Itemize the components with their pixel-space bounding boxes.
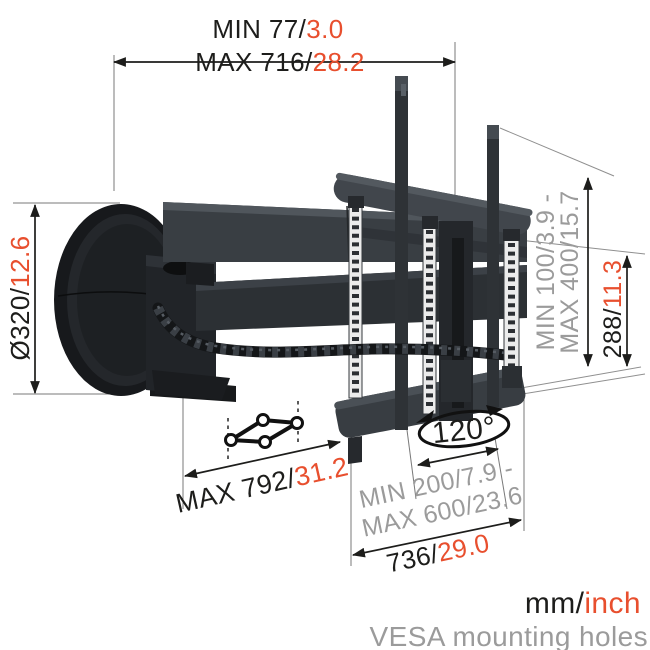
frame-top-rail [349, 226, 527, 258]
vesa-vertical-label-line2: MAX 400/15.7 [556, 190, 584, 353]
plate-diameter-label: Ø320/12.6 [5, 235, 35, 360]
elbow-joint [186, 262, 214, 286]
max-depth-label: MAX 716/28.2 [195, 47, 365, 77]
vesa-vertical-label-line1: MIN 100/3.9 - [532, 194, 560, 351]
vesa-caption: VESA mounting holes [370, 621, 648, 650]
vesa-rail-1 [348, 203, 363, 399]
extension-lines [13, 42, 646, 566]
max-reach-label: MAX 792/31.2 [173, 451, 351, 519]
bracket-height-label: 288/11.3 [599, 260, 627, 359]
cable [152, 302, 512, 361]
rail-hook [348, 436, 362, 464]
swivel-angle-label: 120° [431, 411, 498, 450]
frame-top-bar [333, 174, 531, 235]
rotation-arrows-icon: 120° [416, 405, 511, 450]
legend: mm/inch VESA mounting holes [370, 587, 648, 650]
dimension-lines [30, 57, 632, 558]
tilt-post-right [487, 125, 499, 407]
swivel-shape-icon [224, 401, 304, 460]
min-depth-label: MIN 77/3.0 [212, 14, 343, 44]
tilt-post-left [395, 76, 408, 430]
units-label: mm/inch [525, 587, 641, 620]
vesa-rail-right [502, 229, 522, 388]
